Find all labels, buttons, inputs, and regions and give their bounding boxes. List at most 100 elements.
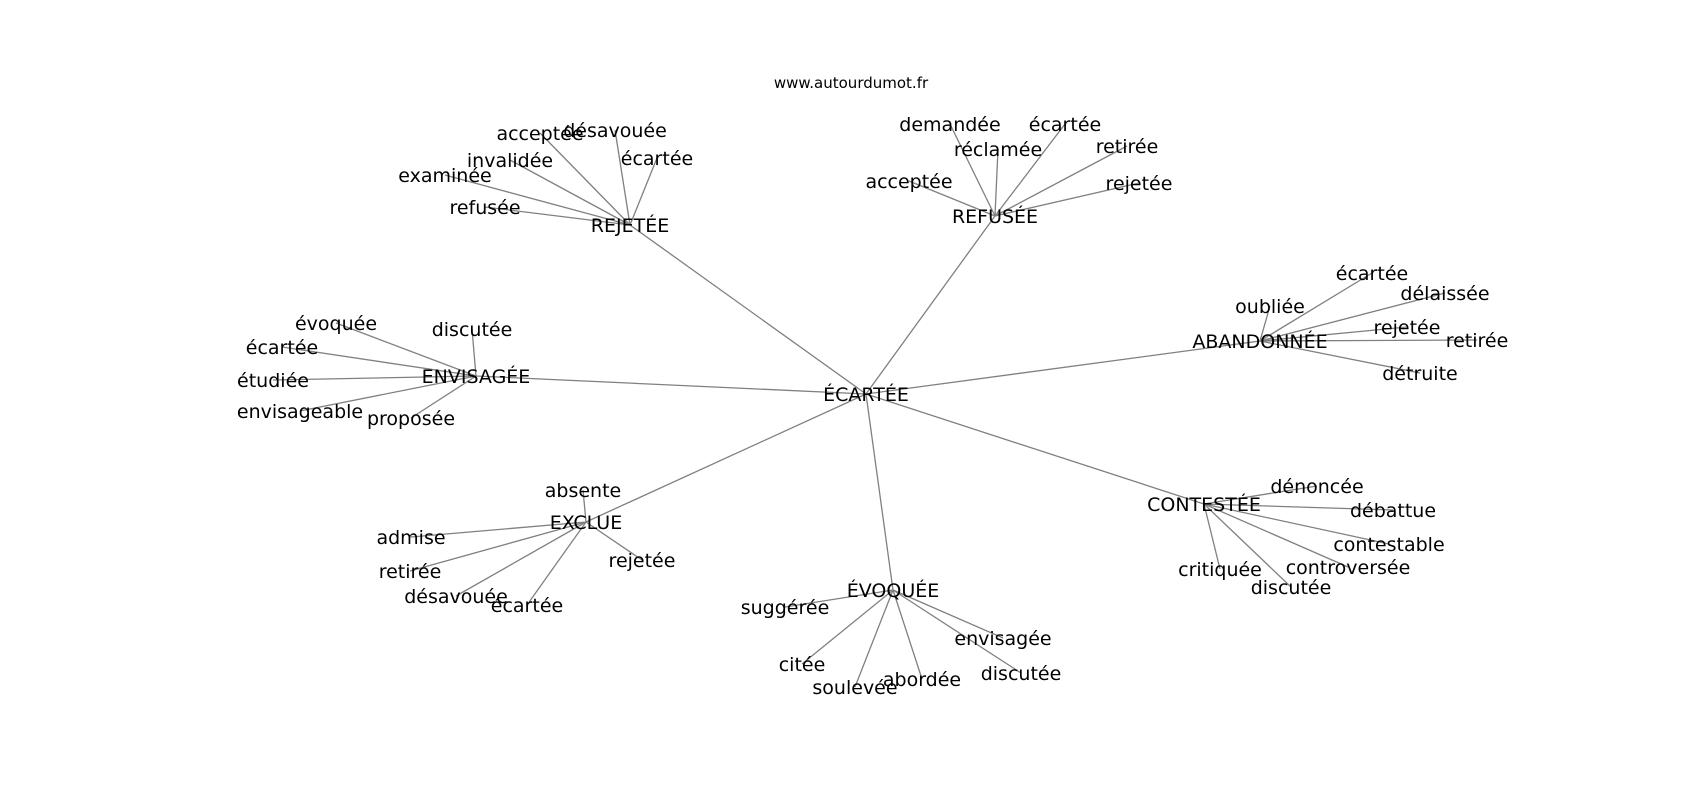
edge-exclue-rejetee (585, 521, 643, 561)
edge-abandonnee-retiree (1259, 339, 1478, 342)
edge-contestee-critiquee (1203, 503, 1221, 570)
edge-contestee-controversee (1203, 503, 1349, 568)
edge-rejetee-desavouee (614, 129, 631, 226)
edge-refusee-demandee (949, 123, 996, 217)
edge-abandonnee-delaissee (1259, 292, 1446, 342)
edge-center-abandonnee (865, 340, 1261, 395)
leaf-node-evoquee-soulevee: soulevée (812, 677, 897, 699)
edge-abandonnee-oubliee (1259, 305, 1271, 342)
edge-refusee-rejetee (994, 182, 1140, 217)
edge-exclue-desavouee (455, 521, 587, 597)
edge-evoquee-citee (801, 589, 894, 665)
leaf-node-contestee-debattue: débattue (1350, 500, 1436, 522)
hub-node-contestee: CONTESTÉE (1147, 493, 1261, 516)
leaf-node-contestee-contestable: contestable (1333, 534, 1444, 556)
hub-node-envisagee: ENVISAGÉE (422, 365, 531, 388)
center-node: ÉCARTÉE (823, 383, 909, 406)
edge-refusee-retiree (994, 145, 1128, 217)
leaf-node-abandonnee-retiree: retirée (1446, 330, 1509, 352)
leaf-node-evoquee-abordee: abordée (883, 669, 961, 691)
edge-center-refusee (865, 215, 996, 395)
leaf-node-envisagee-envisageable: envisageable (237, 401, 363, 423)
leaf-node-refusee-acceptee: acceptée (865, 171, 952, 193)
leaf-node-abandonnee-ecartee: écartée (1336, 263, 1408, 285)
edge-refusee-acceptee (908, 180, 996, 217)
edge-abandonnee-detruite (1259, 340, 1421, 374)
leaf-node-rejetee-acceptee: acceptée (496, 123, 583, 145)
edge-exclue-retiree (409, 521, 587, 572)
leaf-node-exclue-retiree: retirée (379, 561, 442, 583)
leaf-node-abandonnee-detruite: détruite (1382, 363, 1457, 385)
edge-envisagee-ecartee (281, 346, 477, 377)
edge-rejetee-ecartee (629, 157, 658, 226)
leaf-node-refusee-ecartee: écartée (1029, 114, 1101, 136)
edge-center-rejetee (629, 224, 867, 395)
edge-evoquee-envisagee (892, 589, 1004, 639)
edge-evoquee-soulevee (854, 589, 894, 688)
leaf-node-envisagee-evoquee: évoquée (295, 313, 377, 335)
edge-contestee-discutee (1203, 503, 1292, 588)
leaf-node-envisagee-proposee: proposée (367, 408, 455, 430)
edge-envisagee-evoquee (335, 322, 477, 377)
edge-contestee-debattue (1203, 503, 1394, 511)
edge-exclue-absente (582, 489, 587, 523)
leaf-node-refusee-rejetee: rejetée (1106, 173, 1173, 195)
leaf-node-exclue-ecartee: écartée (491, 595, 563, 617)
leaf-node-envisagee-discutee: discutée (432, 319, 513, 341)
leaf-node-exclue-absente: absente (545, 480, 621, 502)
edge-envisagee-discutee (471, 328, 477, 377)
hub-node-rejetee: REJETÉE (591, 214, 669, 237)
leaf-node-contestee-controversee: controversée (1286, 557, 1411, 579)
hub-node-refusee: REFUSÉE (952, 205, 1038, 228)
edge-rejetee-examinee (444, 174, 631, 226)
leaf-node-evoquee-discutee: discutée (981, 663, 1062, 685)
edge-envisagee-proposee (410, 375, 477, 419)
edge-abandonnee-ecartee (1259, 272, 1373, 342)
edge-center-envisagee (475, 375, 867, 395)
edge-center-exclue (585, 393, 867, 523)
edge-rejetee-refusee (484, 206, 631, 226)
leaf-node-exclue-rejetee: rejetée (609, 550, 676, 572)
edge-evoquee-abordee (892, 589, 923, 680)
leaf-node-refusee-demandee: demandée (899, 114, 1000, 136)
hub-node-evoquee: ÉVOQUÉE (847, 579, 940, 602)
edges (272, 123, 1478, 688)
leaf-node-contestee-critiquee: critiquée (1178, 559, 1262, 581)
leaf-node-rejetee-ecartee: écartée (621, 148, 693, 170)
leaf-node-abandonnee-oubliee: oubliée (1235, 296, 1305, 318)
edge-envisagee-etudiee (272, 375, 477, 381)
hub-node-exclue: EXCLUE (550, 512, 622, 534)
edge-refusee-reclamee (994, 148, 999, 217)
edge-exclue-admise (410, 521, 587, 538)
leaf-node-evoquee-citee: citée (779, 654, 826, 676)
edge-evoquee-discutee (892, 589, 1022, 674)
edge-center-evoquee (865, 393, 894, 591)
hub-node-abandonnee: ABANDONNÉE (1192, 330, 1327, 353)
leaf-node-rejetee-examinee: examinée (398, 165, 491, 187)
edge-refusee-ecartee (994, 123, 1066, 217)
leaf-node-abandonnee-rejetee: rejetée (1374, 317, 1441, 339)
leaf-node-rejetee-refusee: refusée (449, 197, 520, 219)
leaf-node-abandonnee-delaissee: délaissée (1400, 283, 1489, 305)
edge-evoquee-suggeree (784, 589, 894, 608)
leaf-node-contestee-discutee: discutée (1251, 577, 1332, 599)
leaf-node-refusee-reclamee: réclamée (954, 139, 1042, 161)
edge-rejetee-acceptee (539, 132, 631, 226)
edge-contestee-denoncee (1203, 485, 1318, 505)
leaf-node-evoquee-suggeree: suggérée (741, 597, 830, 619)
leaf-node-envisagee-etudiee: étudiée (237, 370, 309, 392)
edge-exclue-ecartee (526, 521, 587, 606)
source-label: www.autourdumot.fr (774, 74, 929, 92)
leaf-node-evoquee-envisagee: envisagée (954, 628, 1051, 650)
leaf-node-exclue-admise: admise (376, 527, 445, 549)
leaf-node-envisagee-ecartee: écartée (246, 337, 318, 359)
labels: ÉCARTÉEREJETÉEacceptéedésavouéeinvalidée… (237, 114, 1508, 699)
edge-envisagee-envisageable (299, 375, 477, 412)
leaf-node-exclue-desavouee: désavouée (404, 586, 508, 608)
edge-rejetee-invalidee (509, 159, 631, 226)
leaf-node-refusee-retiree: retirée (1096, 136, 1159, 158)
leaf-node-rejetee-invalidee: invalidée (467, 150, 553, 172)
leaf-node-rejetee-desavouee: désavouée (563, 120, 667, 142)
edge-contestee-contestable (1203, 503, 1390, 545)
